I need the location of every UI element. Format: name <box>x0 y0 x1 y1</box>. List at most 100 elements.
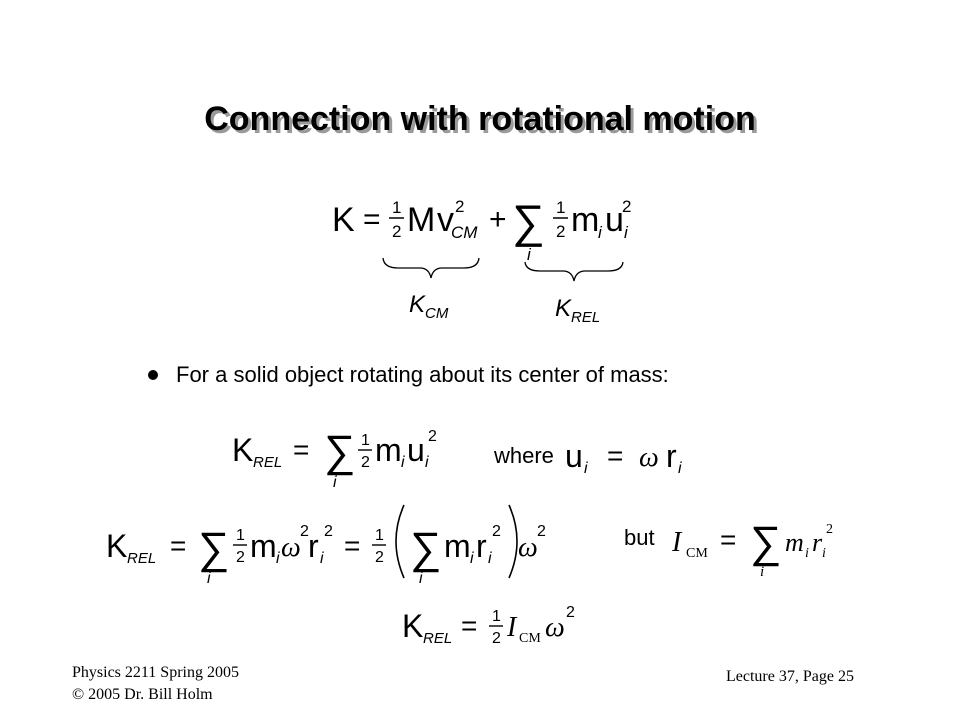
bullet-text: For a solid object rotating about its ce… <box>176 362 669 387</box>
krel-label-sub: REL <box>571 309 600 326</box>
eq4-omega: ω <box>281 532 301 563</box>
eq5-r-sup: 2 <box>826 522 833 537</box>
equation-4: K REL = ∑ i 1 2 m i ω 2 r i 2 = 1 2 ∑ i … <box>106 504 546 587</box>
eq4-r-sup: 2 <box>324 523 333 540</box>
eq2-m: m <box>375 432 402 468</box>
eq5-I-sub: CM <box>686 546 708 561</box>
eq5-equals: = <box>720 524 736 555</box>
eq1-m: m <box>571 201 599 239</box>
krel-brace <box>524 261 624 282</box>
eq4-r2-sub: i <box>488 550 492 567</box>
eq1-v-sub: CM <box>451 223 478 242</box>
eq4-r-sub: i <box>320 550 324 567</box>
eq4-sum: ∑ <box>198 524 229 573</box>
footer-page-number: Lecture 37, Page 25 <box>726 668 854 685</box>
eq4-equals-2: = <box>344 530 360 561</box>
eq5-r-sub: i <box>822 546 826 561</box>
eq1-half2-num: 1 <box>556 198 565 217</box>
eq6-I: I <box>506 612 518 643</box>
kcm-label-sub: CM <box>425 305 449 322</box>
eq4-sum-2: ∑ <box>410 524 441 573</box>
eq4-omega-sup: 2 <box>300 523 309 540</box>
eq3-equals: = <box>607 440 623 471</box>
eq2-sum: ∑ <box>324 427 355 476</box>
eq4-half2-num: 1 <box>375 527 384 544</box>
eq4-half-den: 2 <box>236 549 245 566</box>
eq2-K-sub: REL <box>253 454 282 471</box>
eq1-v: v <box>437 201 454 239</box>
eq6-omega: ω <box>545 612 565 643</box>
eq4-K: K <box>106 528 127 564</box>
eq6-K-sub: REL <box>423 630 452 647</box>
eq4-half2-den: 2 <box>375 549 384 566</box>
eq2-u-sup: 2 <box>428 428 437 445</box>
eq4-half-num: 1 <box>236 527 245 544</box>
footer-course: Physics 2211 Spring 2005 <box>72 664 239 681</box>
eq1-M: M <box>407 201 435 239</box>
eq4-m-sub: i <box>276 550 280 567</box>
eq4-equals: = <box>170 530 186 561</box>
eq1-u-sup: 2 <box>622 197 631 216</box>
eq4-right-paren <box>508 504 518 579</box>
eq5-m-sub: i <box>805 546 809 561</box>
eq3-omega: ω <box>639 442 659 473</box>
eq1-sum-index: i <box>527 245 532 264</box>
eq4-sum-index: i <box>207 570 211 587</box>
eq6-equals: = <box>461 610 477 641</box>
eq4-r2-sup: 2 <box>492 523 501 540</box>
eq4-omega-2: ω <box>518 532 538 563</box>
eq6-omega-sup: 2 <box>566 604 575 621</box>
eq4-K-sub: REL <box>127 550 156 567</box>
equation-3: u i = ω r i <box>565 438 682 477</box>
eq6-I-sub: CM <box>519 631 541 646</box>
eq5-I: I <box>671 527 683 558</box>
kcm-label: K <box>409 291 426 318</box>
eq3-u: u <box>565 438 583 474</box>
eq1-equals: = <box>363 203 381 236</box>
eq5-sum-index: i <box>760 564 764 580</box>
eq6-K: K <box>402 608 423 644</box>
eq1-u-sub: i <box>624 223 629 242</box>
eq2-half-num: 1 <box>361 432 370 449</box>
eq2-u-sub: i <box>425 454 429 471</box>
equation-1: K = 1 2 M v 2 CM + ∑ i 1 2 m i u 2 i K C… <box>332 195 631 326</box>
but-label: but <box>624 525 655 550</box>
eq2-K: K <box>232 432 253 468</box>
eq4-omega2-sup: 2 <box>537 523 546 540</box>
eq2-sum-index: i <box>333 474 337 491</box>
eq1-plus: + <box>489 203 507 236</box>
eq6-half-den: 2 <box>492 630 501 647</box>
eq1-sum: ∑ <box>512 195 545 247</box>
eq5-r: r <box>812 528 823 557</box>
eq1-half-num: 1 <box>392 198 401 217</box>
equation-2: K REL = ∑ i 1 2 m i u i 2 <box>232 427 437 491</box>
equation-5: I CM = ∑ i m i r i 2 <box>671 518 833 580</box>
eq4-m2-sub: i <box>470 550 474 567</box>
eq5-m: m <box>785 528 804 557</box>
eq4-left-paren <box>395 504 405 579</box>
eq3-r: r <box>666 438 677 474</box>
eq1-K: K <box>332 201 355 239</box>
slide-title: Connection with rotational motion <box>204 100 756 138</box>
krel-label: K <box>555 295 572 322</box>
eq4-m2: m <box>444 528 471 564</box>
eq4-r2: r <box>476 528 487 564</box>
eq3-r-sub: i <box>678 460 682 477</box>
eq6-half-num: 1 <box>492 608 501 625</box>
eq4-r: r <box>308 528 319 564</box>
eq2-half-den: 2 <box>361 454 370 471</box>
equation-6: K REL = 1 2 I CM ω 2 <box>402 604 575 647</box>
eq2-m-sub: i <box>401 454 405 471</box>
eq1-m-sub: i <box>598 223 603 242</box>
eq2-equals: = <box>293 434 309 465</box>
eq4-sum2-index: i <box>419 570 423 587</box>
footer-copyright: © 2005 Dr. Bill Holm <box>72 686 213 703</box>
eq1-half2-den: 2 <box>556 222 565 241</box>
eq2-u: u <box>407 432 425 468</box>
eq1-half-den: 2 <box>392 222 401 241</box>
eq4-m: m <box>250 528 277 564</box>
kcm-brace <box>382 257 480 279</box>
where-label: where <box>494 443 554 468</box>
